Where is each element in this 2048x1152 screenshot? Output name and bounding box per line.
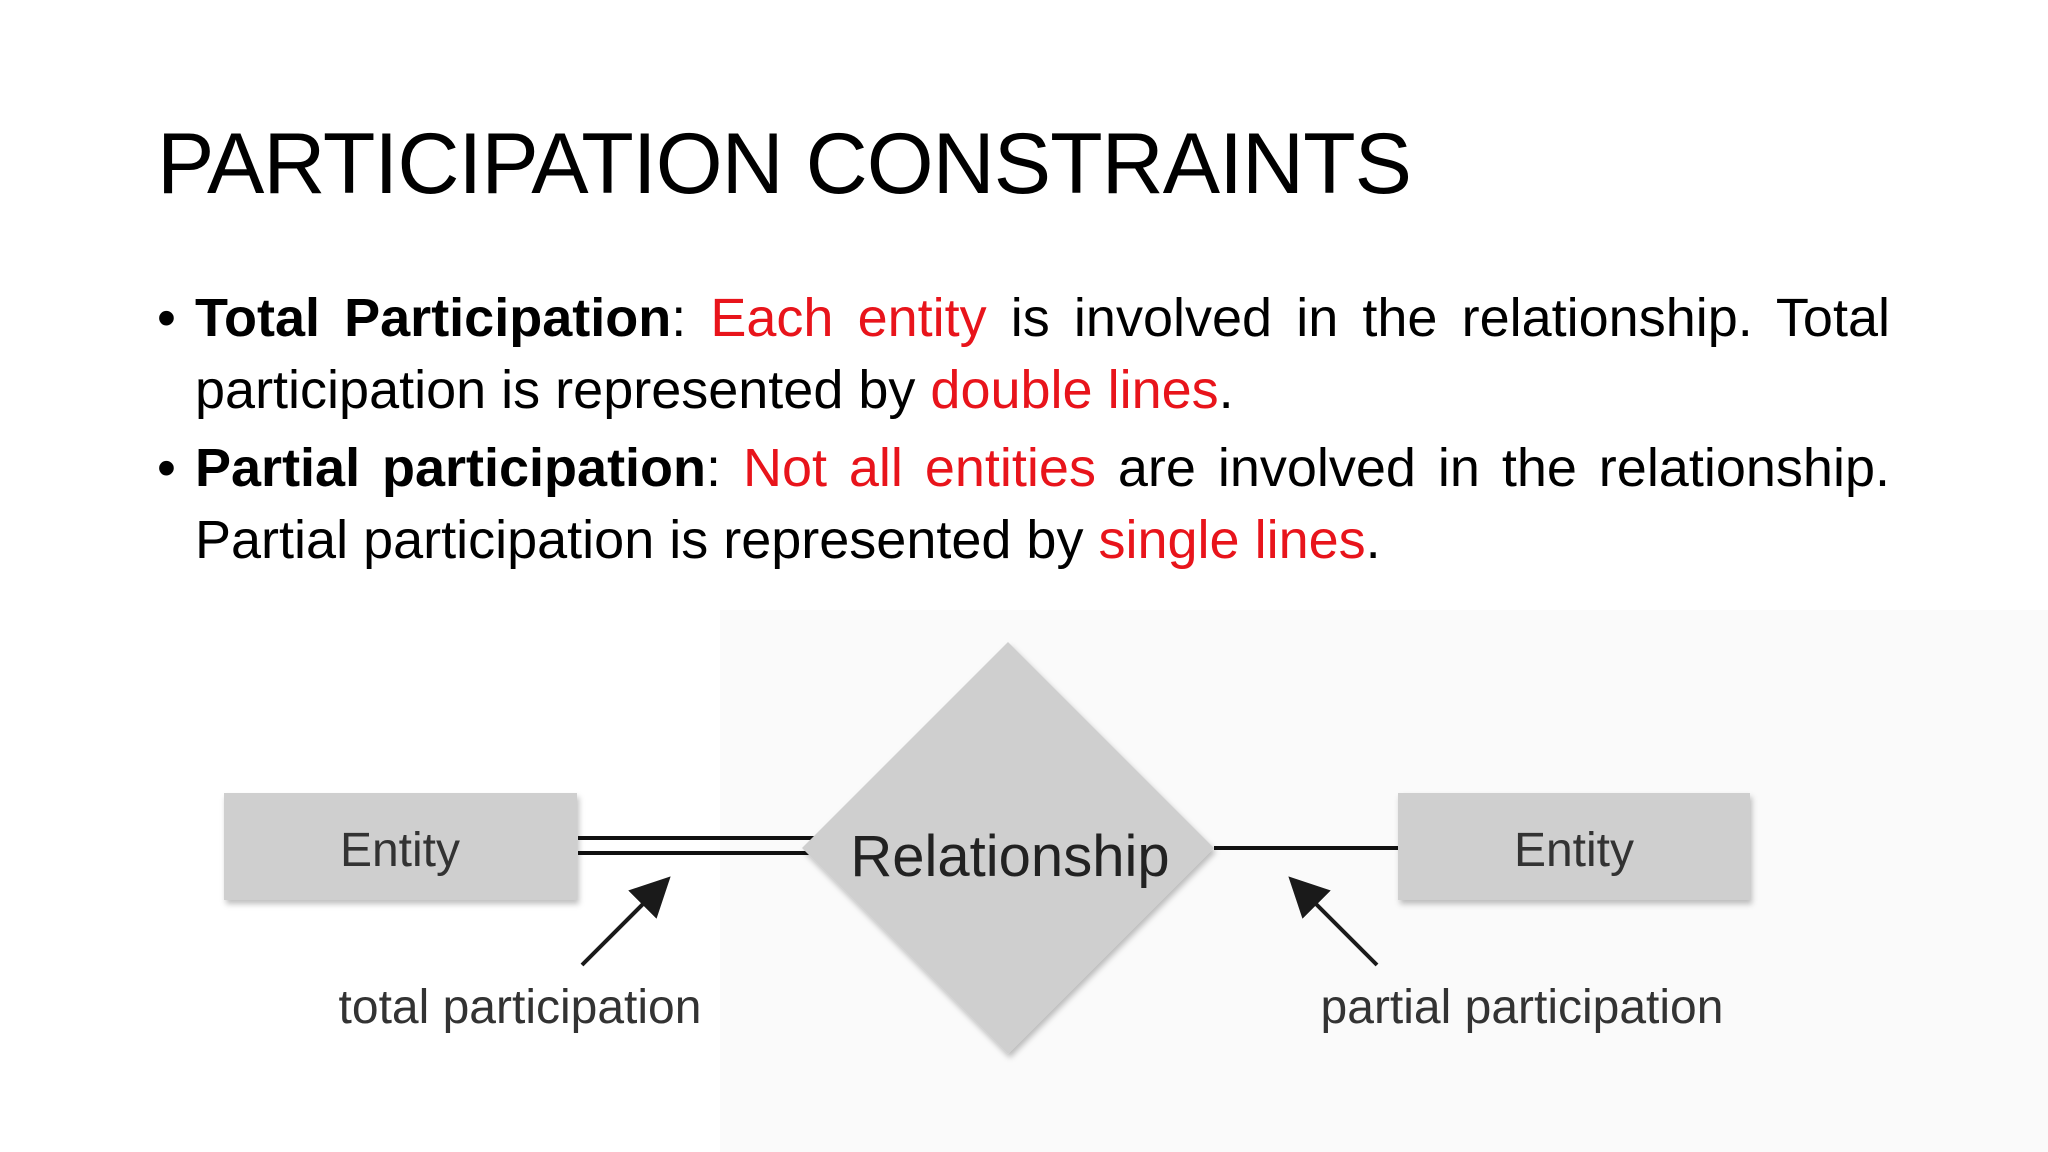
bullet-dot-icon: • (157, 438, 176, 498)
bullet-text: are involved in the relationship. Partia… (195, 438, 1890, 570)
highlight-single-lines: single lines (1098, 510, 1366, 570)
bullet-partial-participation: • Partial participation: Not all entitie… (157, 432, 1890, 576)
right-entity-box: Entity (1398, 793, 1750, 900)
left-entity-box: Entity (224, 793, 577, 900)
bullet-total-participation: • Total Participation: Each entity is in… (157, 282, 1890, 426)
term-separator: : (671, 288, 711, 348)
bullet-end: . (1365, 510, 1381, 570)
term-total-participation: Total Participation (195, 288, 672, 348)
highlight-not-all-entities: Not all entities (742, 438, 1096, 498)
highlight-double-lines: double lines (930, 360, 1219, 420)
term-separator: : (706, 438, 743, 498)
bullet-dot-icon: • (157, 288, 176, 348)
left-entity-label: Entity (340, 824, 460, 877)
relationship-label: Relationship (850, 824, 1169, 889)
partial-participation-caption: partial participation (1321, 981, 1724, 1034)
relationship-diamond: Relationship (802, 642, 1214, 1054)
total-participation-arrow-icon (580, 876, 671, 967)
total-participation-caption: total participation (339, 981, 702, 1034)
right-entity-label: Entity (1514, 824, 1634, 877)
partial-participation-arrow-icon (1288, 876, 1379, 967)
double-line-connector (578, 836, 820, 855)
bullet-list: • Total Participation: Each entity is in… (157, 282, 1890, 582)
slide-title: PARTICIPATION CONSTRAINTS (157, 116, 1412, 212)
bullet-text: is involved in the relationship. Total p… (195, 288, 1890, 420)
term-partial-participation: Partial participation (195, 438, 707, 498)
highlight-each-entity: Each entity (710, 288, 987, 348)
bullet-end: . (1218, 360, 1234, 420)
